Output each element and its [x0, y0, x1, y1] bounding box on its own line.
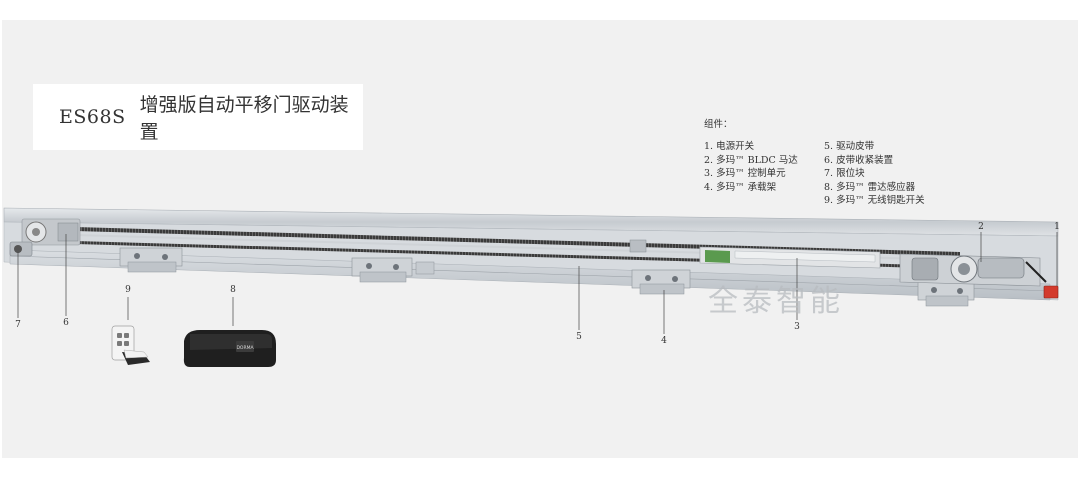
callout-label: 8	[230, 285, 236, 295]
legend-item: 2. 多玛™ BLDC 马达	[704, 154, 798, 166]
title-box: ES68S 增强版自动平移门驱动装置	[33, 84, 363, 150]
callout-label: 5	[576, 332, 582, 342]
callout-lines	[17, 232, 1058, 334]
legend-item: 4. 多玛™ 承载架	[704, 181, 777, 193]
end-stop	[9, 241, 33, 257]
carriage-4	[917, 281, 975, 307]
watermark: 全泰智能	[708, 284, 844, 319]
legend-item: 1. 电源开关	[704, 141, 755, 152]
callout-label: 4	[661, 336, 667, 346]
callout-label: 9	[125, 285, 131, 295]
wireless-key-switch	[111, 325, 150, 365]
control-unit	[629, 239, 881, 269]
bldc-motor	[899, 253, 1047, 287]
carriage-1	[119, 247, 183, 273]
legend-item: 6. 皮带收紧装置	[824, 154, 894, 166]
belt-tensioner	[21, 218, 81, 246]
sensor-brand-label: DORMA	[236, 345, 254, 351]
product-model: ES68S	[59, 106, 126, 128]
legend-item: 9. 多玛™ 无线钥匙开关	[824, 195, 925, 206]
component-legend: 组件： 1. 电源开关 2. 多玛™ BLDC 马达 3. 多玛™ 控制单元 4…	[704, 116, 925, 208]
legend-column-right: 5. 驱动皮带 6. 皮带收紧装置 7. 限位块 8. 多玛™ 雷达感应器 9.…	[824, 140, 925, 208]
product-name: 增强版自动平移门驱动装置	[139, 94, 349, 143]
callout-label: 7	[15, 320, 21, 330]
radar-motion-sensor: DORMA	[183, 330, 276, 367]
main-profile	[3, 207, 1059, 301]
power-switch	[1043, 285, 1059, 299]
legend-item: 8. 多玛™ 雷达感应器	[824, 181, 916, 193]
legend-item: 5. 驱动皮带	[824, 141, 875, 152]
legend-item: 3. 多玛™ 控制单元	[704, 168, 786, 179]
legend-item: 7. 限位块	[824, 168, 865, 179]
legend-column-left: 1. 电源开关 2. 多玛™ BLDC 马达 3. 多玛™ 控制单元 4. 多玛…	[704, 140, 824, 208]
legend-heading: 组件：	[704, 119, 733, 130]
callout-label: 6	[63, 318, 69, 328]
callout-label: 1	[1054, 222, 1060, 232]
carriage-3	[631, 269, 691, 295]
carriage-2	[351, 257, 435, 283]
callout-label: 3	[794, 322, 800, 332]
callout-label: 2	[978, 222, 984, 232]
